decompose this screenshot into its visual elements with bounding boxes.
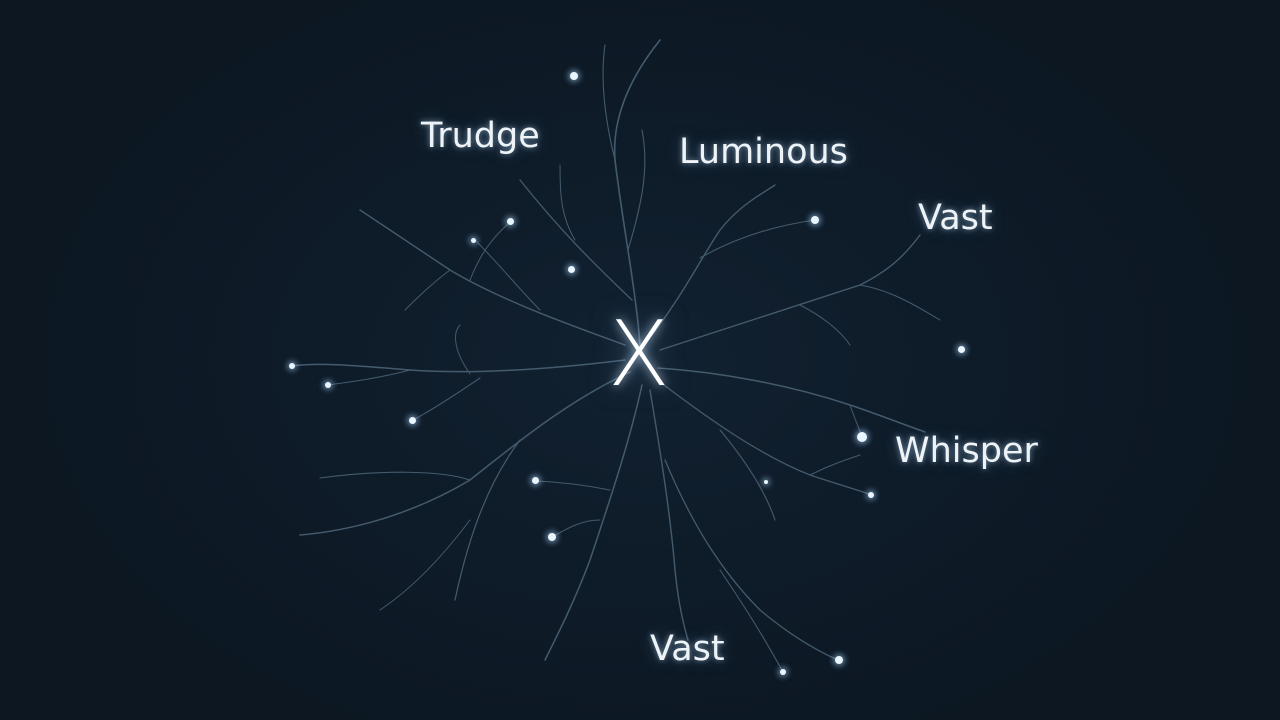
branch [474, 239, 541, 311]
branch [559, 164, 576, 241]
branch [359, 209, 626, 346]
star-dot [868, 492, 874, 498]
word-label-whisper: Whisper [895, 431, 1038, 471]
star-dot [289, 363, 295, 369]
word-label-vast-upper: Vast [918, 198, 993, 238]
star-dot [532, 477, 539, 484]
star-dot [811, 216, 819, 224]
branch [551, 519, 601, 538]
branch [519, 179, 633, 301]
word-label-trudge: Trudge [421, 116, 540, 156]
star-dot [471, 238, 476, 243]
star-dot [835, 656, 843, 664]
branch [659, 234, 921, 351]
star-dot [568, 266, 575, 273]
branch [535, 480, 611, 491]
branch [649, 389, 689, 641]
branch [627, 129, 646, 251]
branch [647, 184, 776, 341]
branch [664, 459, 839, 661]
branch [299, 371, 631, 536]
branch [412, 377, 481, 421]
branch [613, 39, 661, 346]
star-dot [958, 346, 965, 353]
branch [657, 367, 926, 433]
branch [327, 369, 411, 386]
star-dot [764, 480, 768, 484]
branch [699, 219, 816, 259]
branch [404, 269, 451, 311]
branch [454, 439, 521, 601]
branch [291, 359, 626, 373]
branch [799, 304, 851, 346]
branch [602, 44, 616, 161]
branch [719, 429, 776, 521]
word-label-vast-lower: Vast [650, 629, 725, 669]
star-dot [857, 432, 867, 442]
branch [455, 324, 471, 375]
star-dot [507, 218, 514, 225]
branch [659, 381, 873, 496]
branch [719, 569, 784, 673]
star-dot [409, 417, 416, 424]
branch [469, 221, 511, 281]
branch [319, 471, 471, 481]
star-dot [780, 669, 786, 675]
center-node-label: X [608, 302, 670, 407]
star-dot [548, 533, 556, 541]
branch [544, 384, 643, 661]
branch [379, 519, 471, 611]
star-dot [325, 382, 331, 388]
branch [809, 454, 861, 476]
branch [859, 284, 941, 321]
word-label-luminous: Luminous [679, 132, 848, 172]
star-dot [570, 72, 578, 80]
